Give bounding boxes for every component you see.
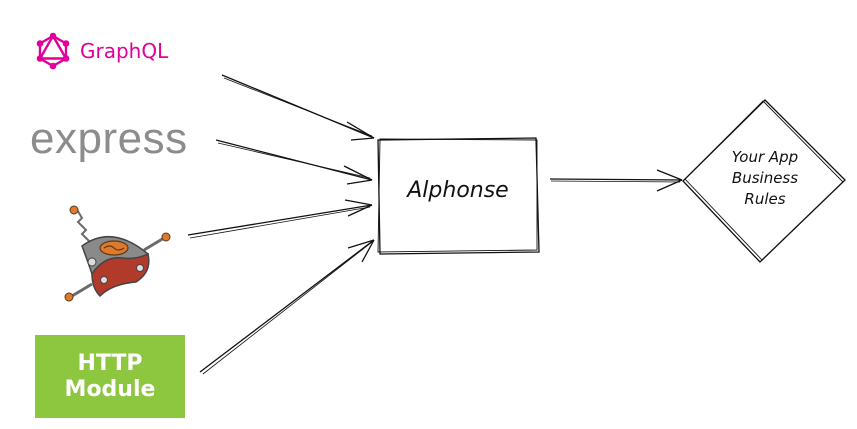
arrow-robot-to-alphonse <box>187 199 373 239</box>
business-rules-line2: Business <box>731 169 799 187</box>
business-rules-label: Your App Business Rules <box>700 147 830 210</box>
business-rules-line1: Your App <box>731 148 799 166</box>
robot-mascot <box>52 204 174 308</box>
business-rules-diamond <box>682 99 846 263</box>
alphonse-label: Alphonse <box>407 178 509 203</box>
http-module-line2: Module <box>64 376 156 402</box>
robot-mascot-icon <box>64 205 171 302</box>
http-module-logo: HTTP Module <box>35 335 185 418</box>
arrow-express-to-alphonse <box>215 139 373 185</box>
arrow-graphql-to-alphonse <box>221 74 375 141</box>
graphql-logo-icon <box>36 32 70 70</box>
alphonse-box <box>377 137 540 255</box>
http-module-line1: HTTP <box>77 351 143 377</box>
graphql-label: GraphQL <box>80 39 169 63</box>
graphql-logo: GraphQL <box>34 32 168 70</box>
arrow-alphonse-to-rules <box>549 169 683 192</box>
business-rules-line3: Rules <box>744 190 786 208</box>
express-logo: express <box>30 114 188 163</box>
arrow-http-to-alphonse <box>199 239 375 375</box>
